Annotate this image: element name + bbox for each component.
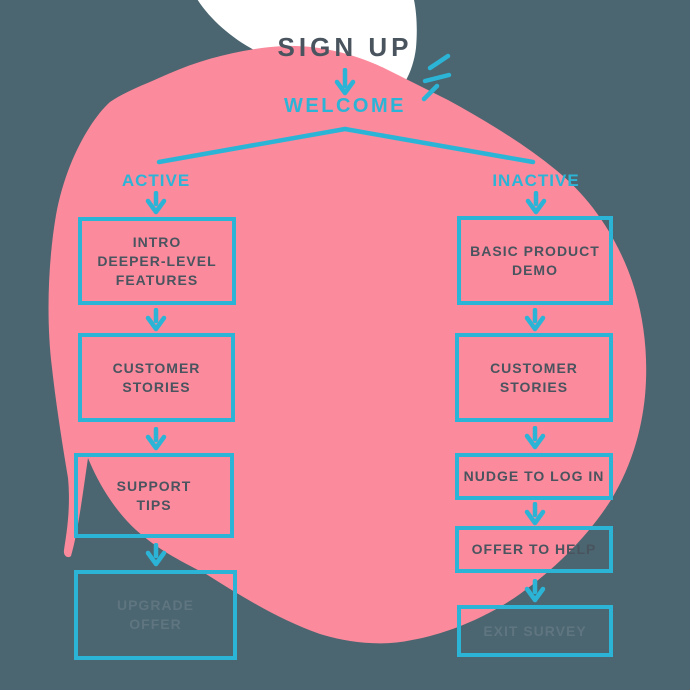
flow-step-box: UPGRADE OFFER	[74, 570, 237, 660]
pink-blob-shape	[48, 45, 647, 644]
flow-step-box: CUSTOMER STORIES	[455, 333, 613, 422]
flow-step-box: EXIT SURVEY	[457, 605, 613, 657]
branch-label-active: ACTIVE	[121, 171, 191, 190]
arrow-down-icon	[524, 308, 546, 332]
arrow-down-icon	[524, 502, 546, 526]
flow-step-label: SUPPORT TIPS	[116, 477, 192, 513]
flow-step-label: CUSTOMER STORIES	[112, 359, 201, 395]
arrow-down-icon	[524, 579, 546, 603]
flow-step-box: INTRO DEEPER-LEVEL FEATURES	[78, 217, 236, 305]
arrow-down-icon	[145, 427, 167, 451]
flow-step-box: BASIC PRODUCT DEMO	[457, 216, 613, 305]
sparkle-icon	[421, 53, 452, 102]
branch-connector-line	[156, 126, 536, 165]
flow-step-label: EXIT SURVEY	[483, 622, 587, 639]
arrow-down-icon	[145, 543, 167, 567]
flow-step-box: SUPPORT TIPS	[74, 453, 234, 538]
arrow-down-icon	[525, 191, 547, 215]
flow-step-label: INTRO DEEPER-LEVEL FEATURES	[97, 233, 217, 288]
arrow-down-icon	[145, 308, 167, 332]
flow-step-label: UPGRADE OFFER	[116, 597, 194, 632]
branch-label-inactive: INACTIVE	[492, 171, 580, 190]
flow-step-label: OFFER TO HELP	[471, 541, 597, 557]
flow-step-box: CUSTOMER STORIES	[78, 333, 235, 422]
arrow-down-icon	[334, 68, 356, 96]
arrow-down-icon	[524, 426, 546, 450]
page-title: SIGN UP	[277, 32, 413, 62]
welcome-label: WELCOME	[284, 95, 406, 117]
arrow-down-icon	[145, 191, 167, 215]
flow-step-box: OFFER TO HELP	[455, 526, 613, 573]
flow-step-label: CUSTOMER STORIES	[490, 359, 578, 395]
flow-step-box: NUDGE TO LOG IN	[455, 453, 613, 500]
flow-step-label: BASIC PRODUCT DEMO	[470, 242, 600, 278]
flow-step-label: NUDGE TO LOG IN	[463, 468, 605, 484]
